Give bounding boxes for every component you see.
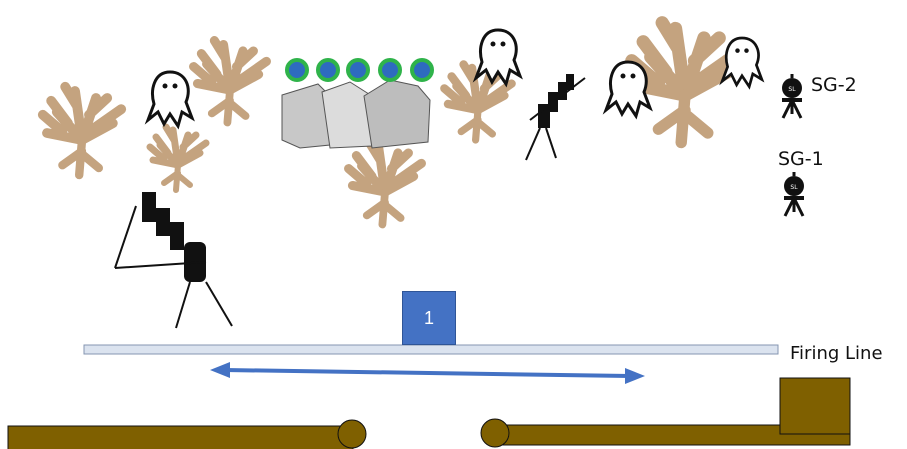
shooter-icon-large — [114, 192, 233, 329]
brush-bush — [150, 127, 206, 190]
officer-badge: SL — [788, 86, 796, 93]
safety-officer-1-label: SG-1 — [778, 148, 824, 170]
ghost-target — [146, 70, 194, 128]
target-dots — [285, 58, 434, 82]
firing-line — [83, 344, 779, 355]
bench-right — [480, 377, 851, 448]
ghost-target — [720, 36, 764, 88]
safety-officer-2-label: SG-2 — [811, 74, 857, 96]
target-dot — [316, 58, 340, 82]
firing-line-label: Firing Line — [790, 343, 883, 364]
officer-badge: SL — [790, 184, 798, 191]
safety-officer-icon — [782, 170, 806, 218]
lateral-movement-arrow — [210, 362, 645, 384]
brush-bush — [194, 41, 267, 123]
target-dot — [346, 58, 370, 82]
bench-left — [7, 419, 367, 449]
ghost-target — [604, 60, 652, 118]
brush-bush — [349, 143, 422, 225]
firing-position-number: 1 — [423, 307, 434, 328]
target-dot — [285, 58, 309, 82]
brush-bush — [43, 87, 121, 175]
shooter-icon-small — [525, 74, 586, 161]
target-dot — [410, 58, 434, 82]
safety-officer-icon — [780, 72, 804, 120]
firing-position-marker: 1 — [402, 291, 456, 345]
target-backstop — [281, 79, 431, 149]
target-dot — [378, 58, 402, 82]
